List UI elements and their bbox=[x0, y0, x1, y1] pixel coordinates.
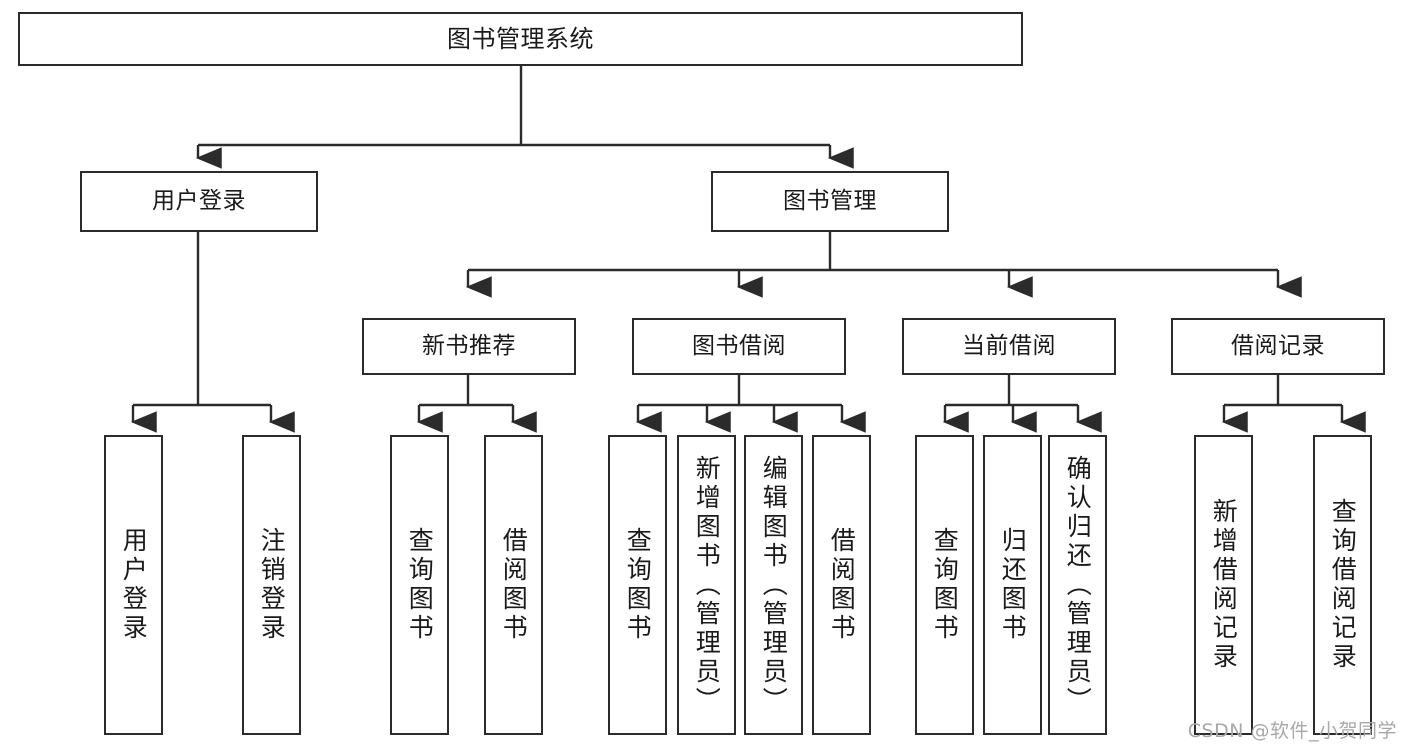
node-label: 新增图书（管理员） bbox=[692, 454, 722, 716]
leaf-borrow-book-recommend[interactable]: 借阅图书 bbox=[484, 435, 543, 735]
node-label: 新增借阅记录 bbox=[1209, 498, 1239, 672]
leaf-edit-book-admin[interactable]: 编辑图书（管理员） bbox=[744, 435, 803, 735]
node-label: 查询借阅记录 bbox=[1328, 498, 1358, 672]
leaf-add-book-admin[interactable]: 新增图书（管理员） bbox=[677, 435, 736, 735]
node-label: 借阅图书 bbox=[499, 527, 529, 643]
leaf-logout[interactable]: 注销登录 bbox=[242, 435, 301, 735]
node-label: 用户登录 bbox=[119, 527, 149, 643]
leaf-query-book[interactable]: 查询图书 bbox=[608, 435, 667, 735]
node-user-login[interactable]: 用户登录 bbox=[80, 171, 318, 232]
node-book-management[interactable]: 图书管理 bbox=[711, 171, 949, 232]
node-label: 图书管理 bbox=[783, 187, 877, 214]
leaf-borrow-book[interactable]: 借阅图书 bbox=[812, 435, 871, 735]
node-label: 确认归还（管理员） bbox=[1063, 454, 1093, 716]
leaf-user-login[interactable]: 用户登录 bbox=[104, 435, 163, 735]
leaf-query-book-recommend[interactable]: 查询图书 bbox=[390, 435, 449, 735]
leaf-confirm-return-admin[interactable]: 确认归还（管理员） bbox=[1048, 435, 1107, 735]
node-label: 归还图书 bbox=[998, 527, 1028, 643]
node-label: 图书借阅 bbox=[692, 332, 786, 359]
leaf-query-book-current[interactable]: 查询图书 bbox=[915, 435, 974, 735]
node-new-book-recommend[interactable]: 新书推荐 bbox=[362, 318, 576, 375]
node-label: 当前借阅 bbox=[962, 332, 1056, 359]
node-borrow-records[interactable]: 借阅记录 bbox=[1171, 318, 1385, 375]
node-label: 借阅记录 bbox=[1231, 332, 1325, 359]
watermark-text: CSDN @软件_小贺同学 bbox=[1187, 720, 1397, 742]
node-label: 借阅图书 bbox=[827, 527, 857, 643]
node-label: 用户登录 bbox=[152, 187, 246, 214]
node-label: 注销登录 bbox=[257, 527, 287, 643]
node-label: 图书管理系统 bbox=[447, 24, 594, 53]
node-label: 查询图书 bbox=[930, 527, 960, 643]
node-label: 编辑图书（管理员） bbox=[759, 454, 789, 716]
node-label: 查询图书 bbox=[623, 527, 653, 643]
leaf-add-borrow-record[interactable]: 新增借阅记录 bbox=[1194, 435, 1253, 735]
node-book-borrow[interactable]: 图书借阅 bbox=[632, 318, 846, 375]
node-root-system[interactable]: 图书管理系统 bbox=[18, 12, 1023, 66]
node-label: 查询图书 bbox=[405, 527, 435, 643]
leaf-query-borrow-record[interactable]: 查询借阅记录 bbox=[1313, 435, 1372, 735]
node-label: 新书推荐 bbox=[422, 332, 516, 359]
leaf-return-book[interactable]: 归还图书 bbox=[983, 435, 1042, 735]
node-current-borrow[interactable]: 当前借阅 bbox=[902, 318, 1116, 375]
